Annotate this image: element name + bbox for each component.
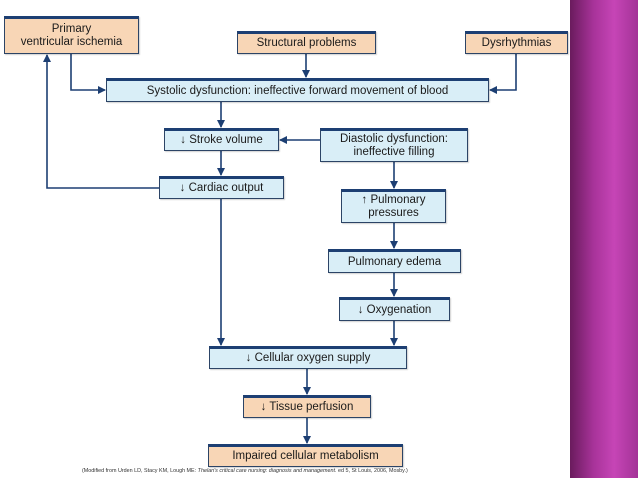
node-cardiac-output-label: ↓ Cardiac output	[179, 182, 264, 194]
edge-dysrhythmias-to-systolic	[489, 54, 517, 94]
node-metabolism-label: Impaired cellular metabolism	[232, 450, 379, 462]
node-stroke-volume: ↓ Stroke volume	[164, 128, 279, 151]
node-primary-ventricular-ischemia: Primary ventricular ischemia	[4, 16, 139, 54]
node-cellular-oxygen-supply: ↓ Cellular oxygen supply	[209, 346, 407, 369]
node-systolic-label: Systolic dysfunction: ineffective forwar…	[146, 84, 449, 97]
node-structural-label: Structural problems	[256, 37, 357, 49]
node-cardiac-output: ↓ Cardiac output	[159, 176, 284, 199]
node-pulmonary-pressures: ↑ Pulmonary pressures	[341, 189, 446, 223]
node-oxygenation: ↓ Oxygenation	[339, 297, 450, 321]
node-cellular-supply-label: ↓ Cellular oxygen supply	[245, 352, 371, 364]
node-pulmonary-pressures-line1: ↑ Pulmonary	[361, 194, 426, 206]
node-dysrhythmias-label: Dysrhythmias	[481, 37, 552, 49]
node-diastolic-line2: ineffective filling	[353, 146, 435, 158]
node-diastolic-dysfunction: Diastolic dysfunction: ineffective filli…	[320, 128, 468, 162]
node-diastolic-line1: Diastolic dysfunction:	[339, 133, 449, 145]
node-tissue-perfusion: ↓ Tissue perfusion	[243, 395, 371, 418]
node-systolic-dysfunction: Systolic dysfunction: ineffective forwar…	[106, 78, 489, 102]
node-ischemia-line1: Primary	[51, 23, 92, 35]
edge-cardiac-output-to-ischemia	[43, 54, 159, 189]
node-pulmonary-edema-label: Pulmonary edema	[347, 255, 442, 268]
citation-publisher: ed 5, St Louis, 2006, Mosby.)	[336, 468, 408, 474]
node-ischemia-line2: ventricular ischemia	[20, 36, 123, 48]
citation-title: Thelan's critical care nursing: diagnosi…	[197, 468, 337, 474]
source-citation: (Modified from Urden LD, Stacy KM, Lough…	[82, 468, 408, 475]
node-stroke-volume-label: ↓ Stroke volume	[180, 134, 263, 146]
decorative-side-band	[570, 0, 638, 478]
node-oxygenation-label: ↓ Oxygenation	[357, 303, 432, 316]
citation-authors: (Modified from Urden LD, Stacy KM, Lough…	[82, 468, 198, 474]
node-dysrhythmias: Dysrhythmias	[465, 31, 568, 54]
node-pulmonary-pressures-line2: pressures	[368, 207, 419, 219]
node-impaired-cellular-metabolism: Impaired cellular metabolism	[208, 444, 403, 467]
edge-ischemia-to-systolic	[70, 54, 106, 94]
node-tissue-perfusion-label: ↓ Tissue perfusion	[260, 401, 354, 413]
node-pulmonary-edema: Pulmonary edema	[328, 249, 461, 273]
node-structural-problems: Structural problems	[237, 31, 376, 54]
